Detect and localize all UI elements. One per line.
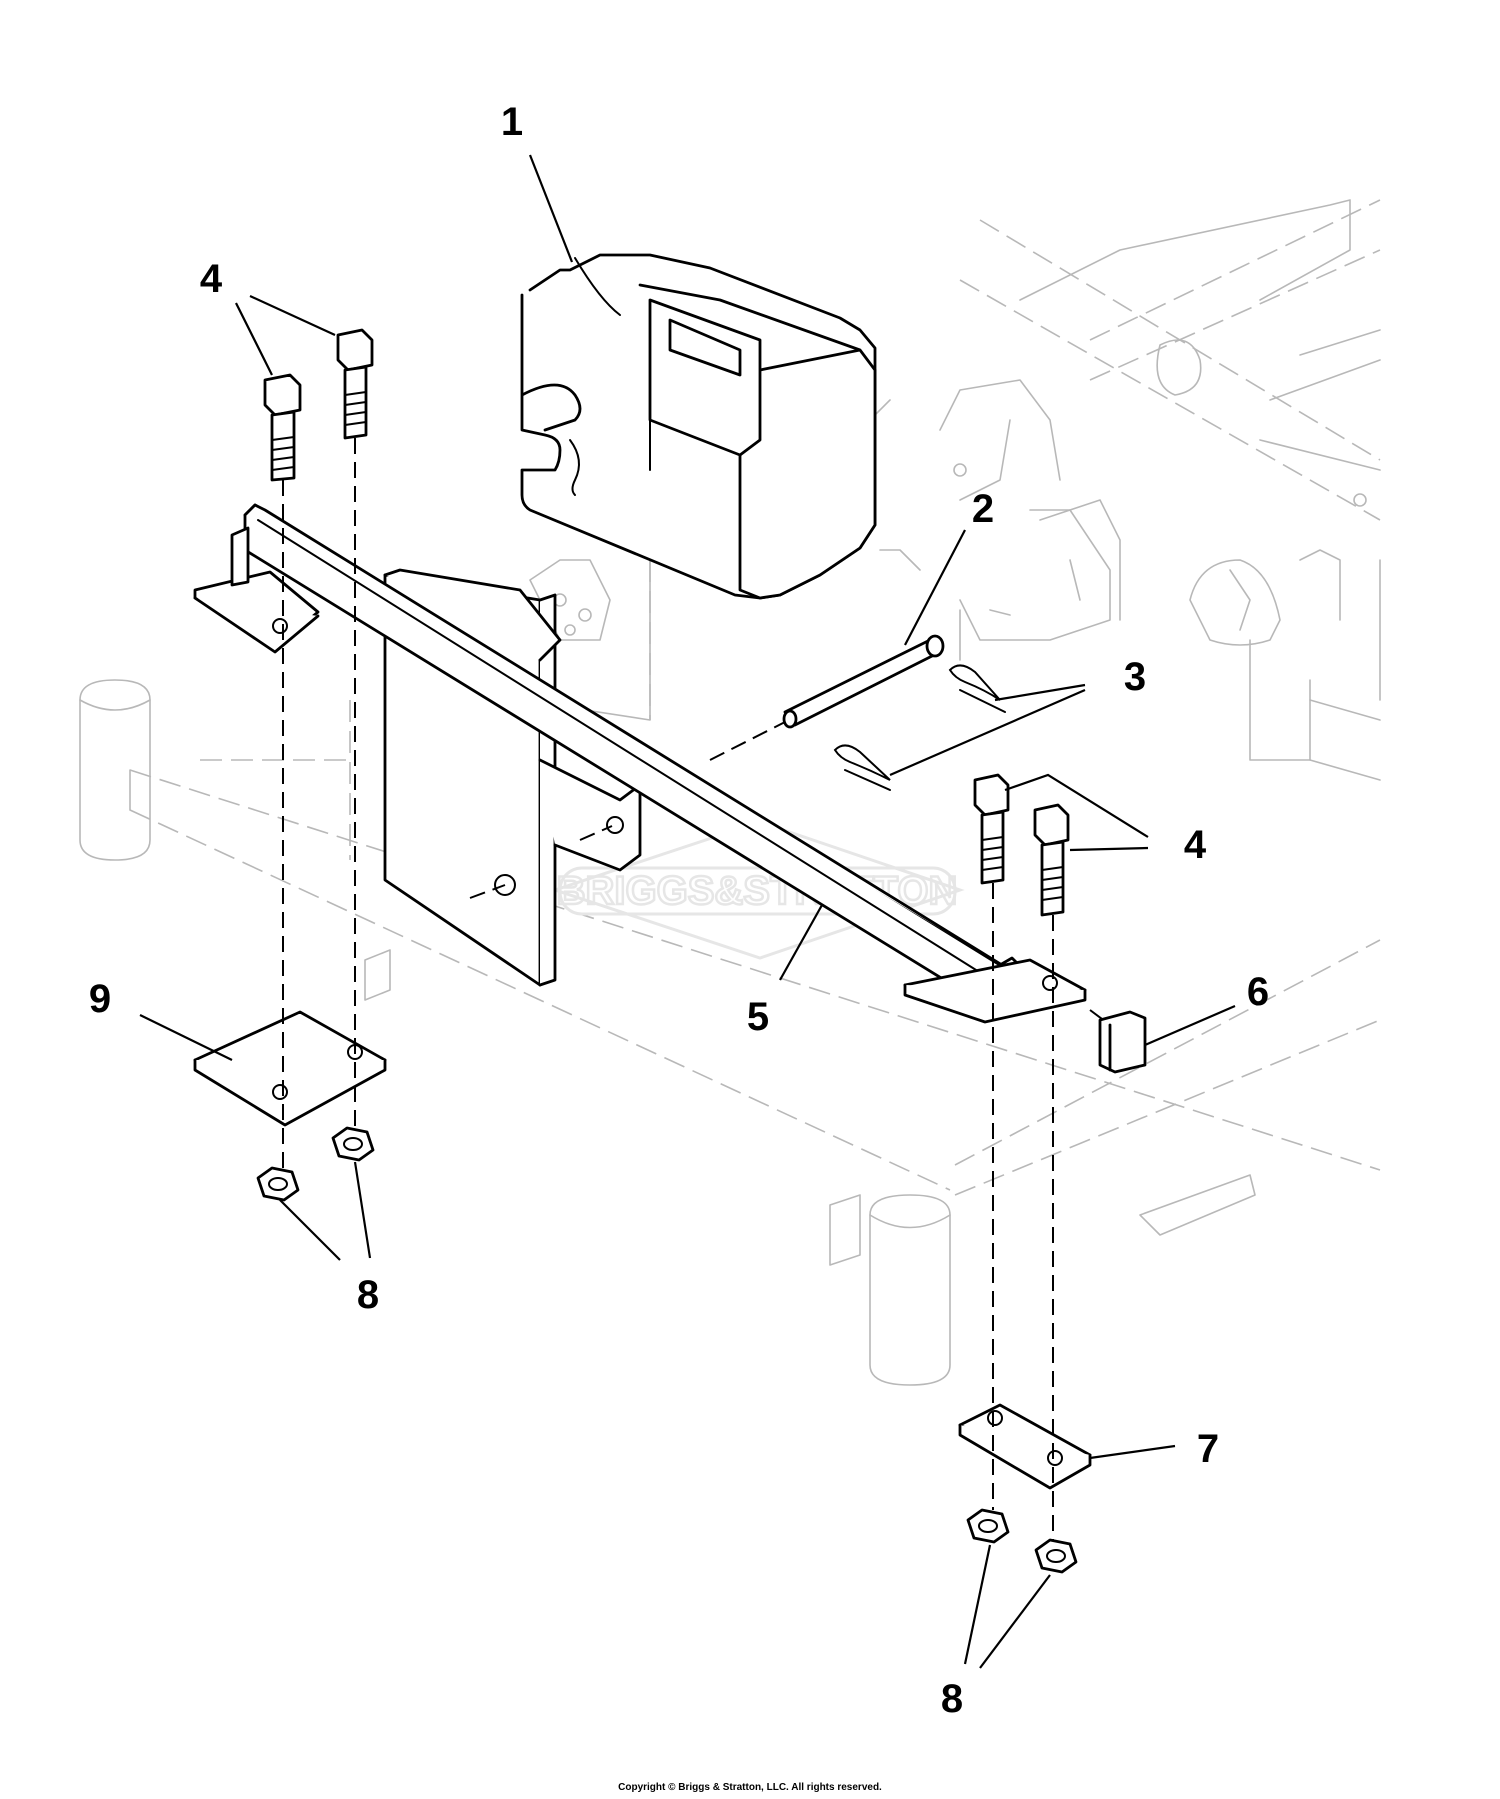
part-6-end-cap	[1098, 1010, 1147, 1074]
part-7-backing-plate	[958, 1403, 1092, 1490]
callout-1: 1	[501, 100, 523, 144]
callout-3: 3	[1124, 655, 1146, 699]
callout-labels: 1 2 3 4 4 5 6 7 8 8 9	[89, 100, 1269, 1721]
part-1-suitcase-weight	[520, 253, 877, 600]
leader-lines	[139, 154, 1236, 1669]
callout-8-left: 8	[357, 1273, 379, 1317]
part-8-nuts-left	[256, 1126, 375, 1202]
part-9-backing-plate	[193, 1010, 387, 1127]
part-3-hairpin-clips	[833, 664, 1006, 791]
callout-4-right: 4	[1184, 823, 1207, 867]
copyright-notice: Copyright © Briggs & Stratton, LLC. All …	[618, 1782, 882, 1793]
callout-7: 7	[1197, 1427, 1219, 1471]
callout-6: 6	[1247, 970, 1269, 1014]
callout-4-left: 4	[200, 257, 223, 301]
callout-5: 5	[747, 995, 769, 1039]
callout-2: 2	[972, 487, 994, 531]
part-5-weight-bracket	[193, 503, 1087, 1024]
part-2-clevis-pin	[782, 634, 945, 729]
callout-8-right: 8	[941, 1677, 963, 1721]
part-8-nuts-right	[966, 1508, 1078, 1574]
assembly-axis-lines	[282, 438, 1111, 1540]
callout-9: 9	[89, 977, 111, 1021]
part-4-bolts-right	[973, 773, 1070, 917]
part-4-bolts-left	[263, 328, 374, 482]
